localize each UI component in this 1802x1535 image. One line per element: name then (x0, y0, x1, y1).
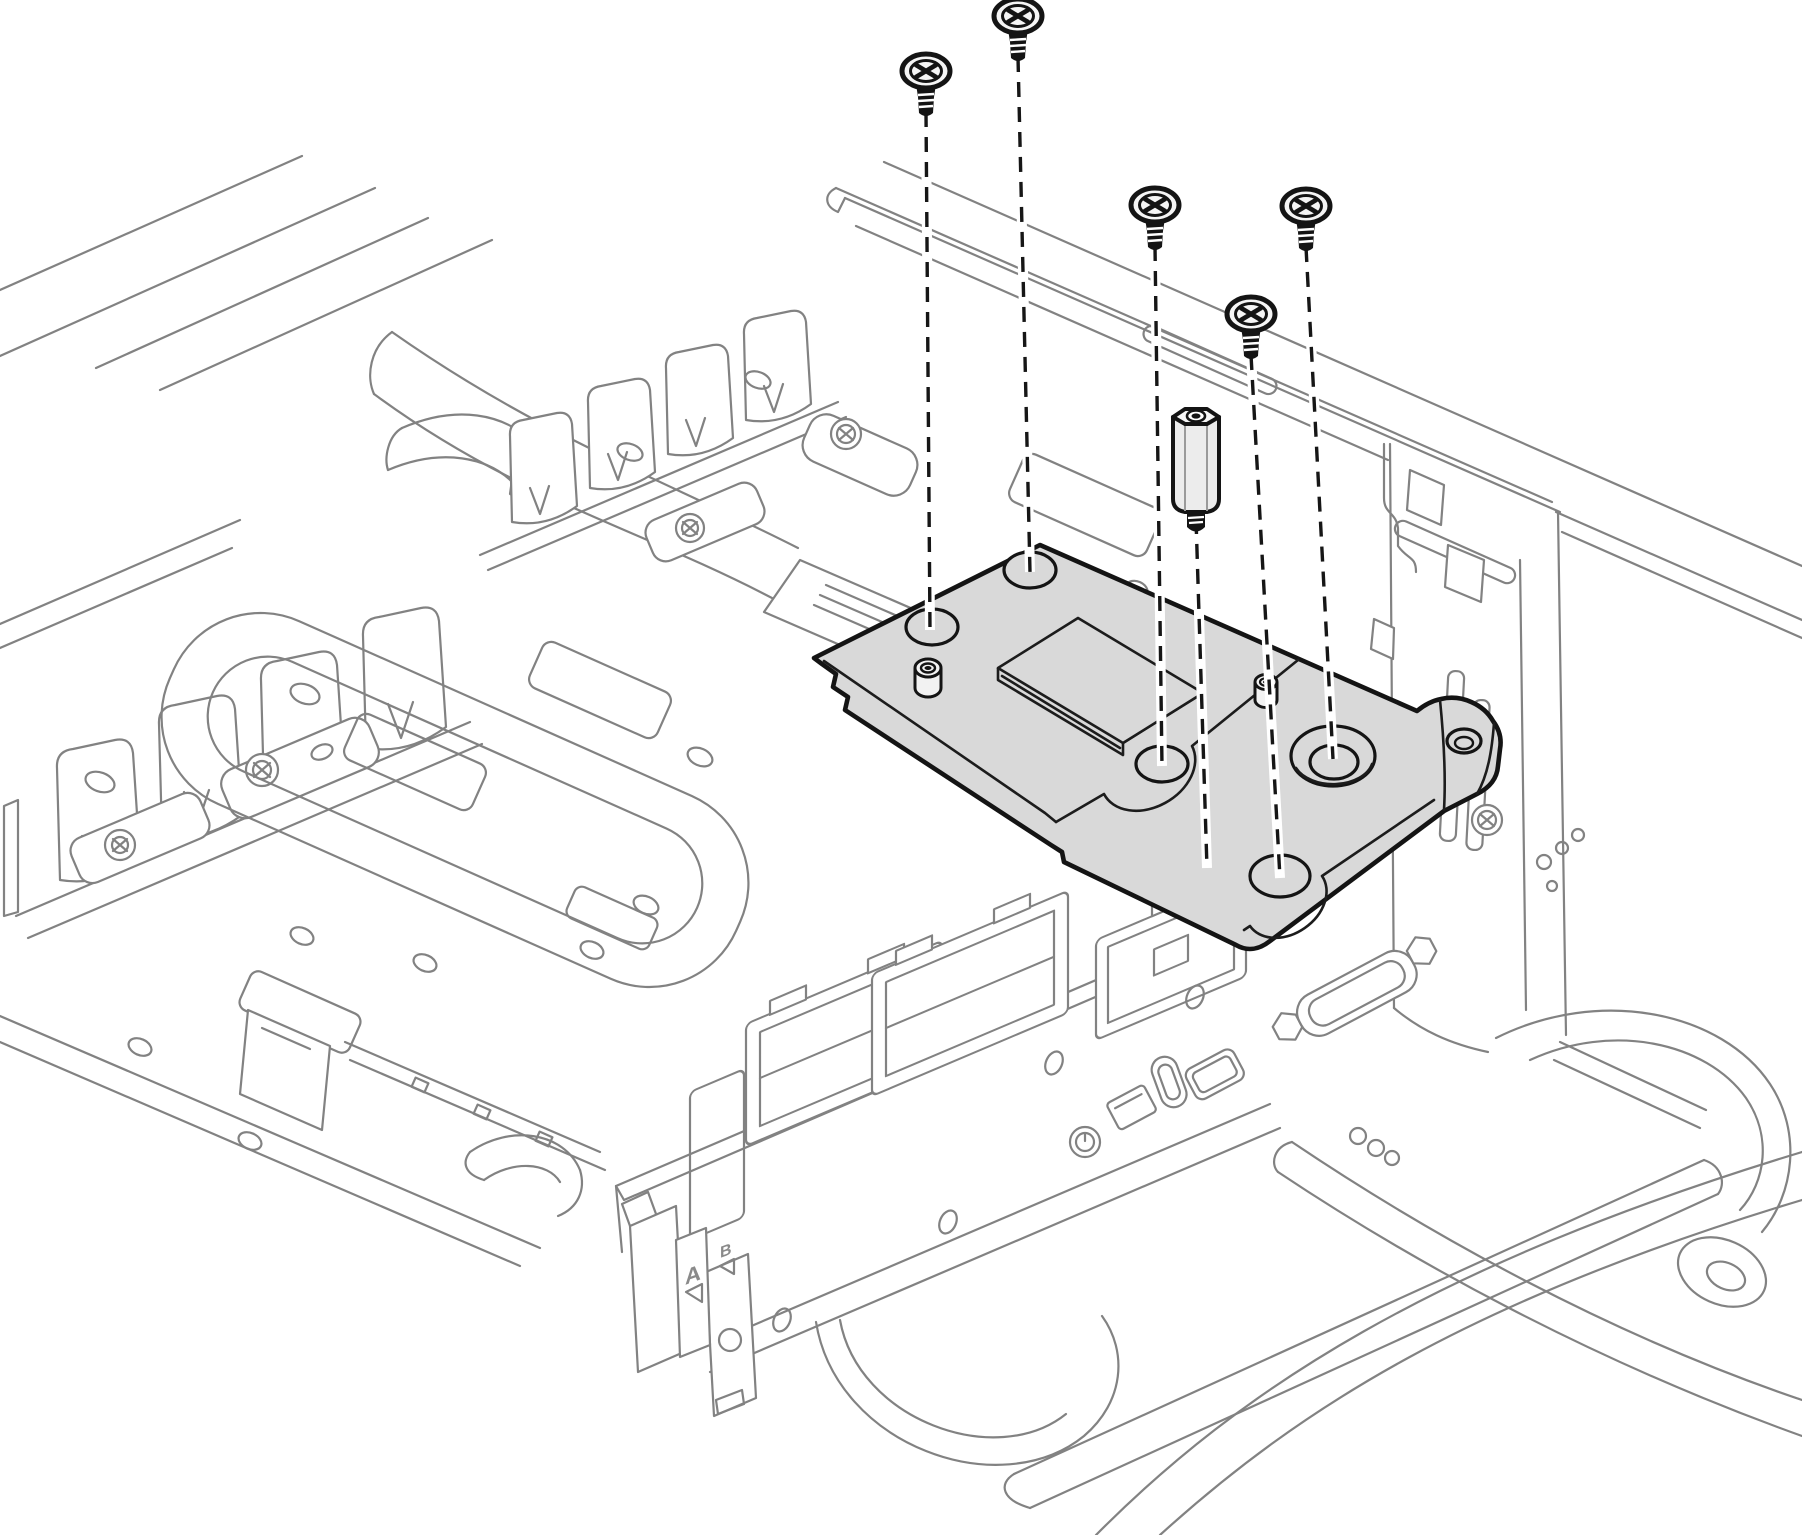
guide-dashed-line-screw-5 (1304, 246, 1335, 760)
cooling-fin-row-upper (478, 309, 848, 572)
torx-screw-icon (244, 752, 280, 788)
phillips-screw-icon-screw-3[interactable] (1131, 188, 1179, 250)
bottom-right-chassis (814, 1009, 1802, 1535)
label-sticker (674, 1226, 712, 1359)
phillips-screw-icon-screw-5[interactable] (1282, 189, 1330, 251)
rear-left-rails (0, 154, 494, 650)
guide-dashed-line-screw-3 (1153, 245, 1164, 767)
power-button (1068, 1125, 1102, 1159)
water-loop-racetrack (160, 611, 750, 989)
hex-standoff-icon[interactable] (1171, 407, 1221, 534)
panel-opening (688, 1069, 746, 1240)
corner-latch: A B (464, 1134, 758, 1418)
torx-screw-icon (103, 828, 137, 862)
phillips-screw-icon-screw-1[interactable] (902, 54, 950, 116)
cooling-fin-row-lower (2, 481, 766, 940)
chassis-background: A B (0, 154, 1802, 1535)
phillips-screw-icon-screw-2[interactable] (994, 0, 1042, 61)
phillips-screw-small-icon (1470, 803, 1504, 837)
latch-plate-b[interactable] (704, 1252, 758, 1418)
port-cage-2 (870, 891, 1070, 1096)
guide-dashed-line-screw-1 (924, 111, 932, 631)
mounting-tab-hole (1445, 727, 1483, 755)
guide-dashed-line-screw-2 (1016, 56, 1032, 573)
guide-dashed-line-standoff-1 (1194, 518, 1209, 869)
phillips-screw-icon-screw-4[interactable] (1227, 297, 1275, 359)
sd-card-slot (1106, 1084, 1157, 1131)
guide-dashed-line-screw-4 (1249, 354, 1282, 879)
latch-label-b: B (720, 1239, 732, 1262)
fastener-layer (902, 0, 1338, 879)
torx-screw-icon (829, 417, 863, 451)
front-left-band (0, 1008, 607, 1268)
mini-usb-port (1184, 1048, 1245, 1101)
latch-plate-a[interactable] (628, 1204, 686, 1374)
usb-port (1150, 1055, 1188, 1109)
vga-connector (1271, 936, 1438, 1041)
torx-screw-icon (674, 512, 706, 544)
guide-bushing-left (913, 657, 943, 699)
latch-label-a: A (685, 1259, 701, 1290)
